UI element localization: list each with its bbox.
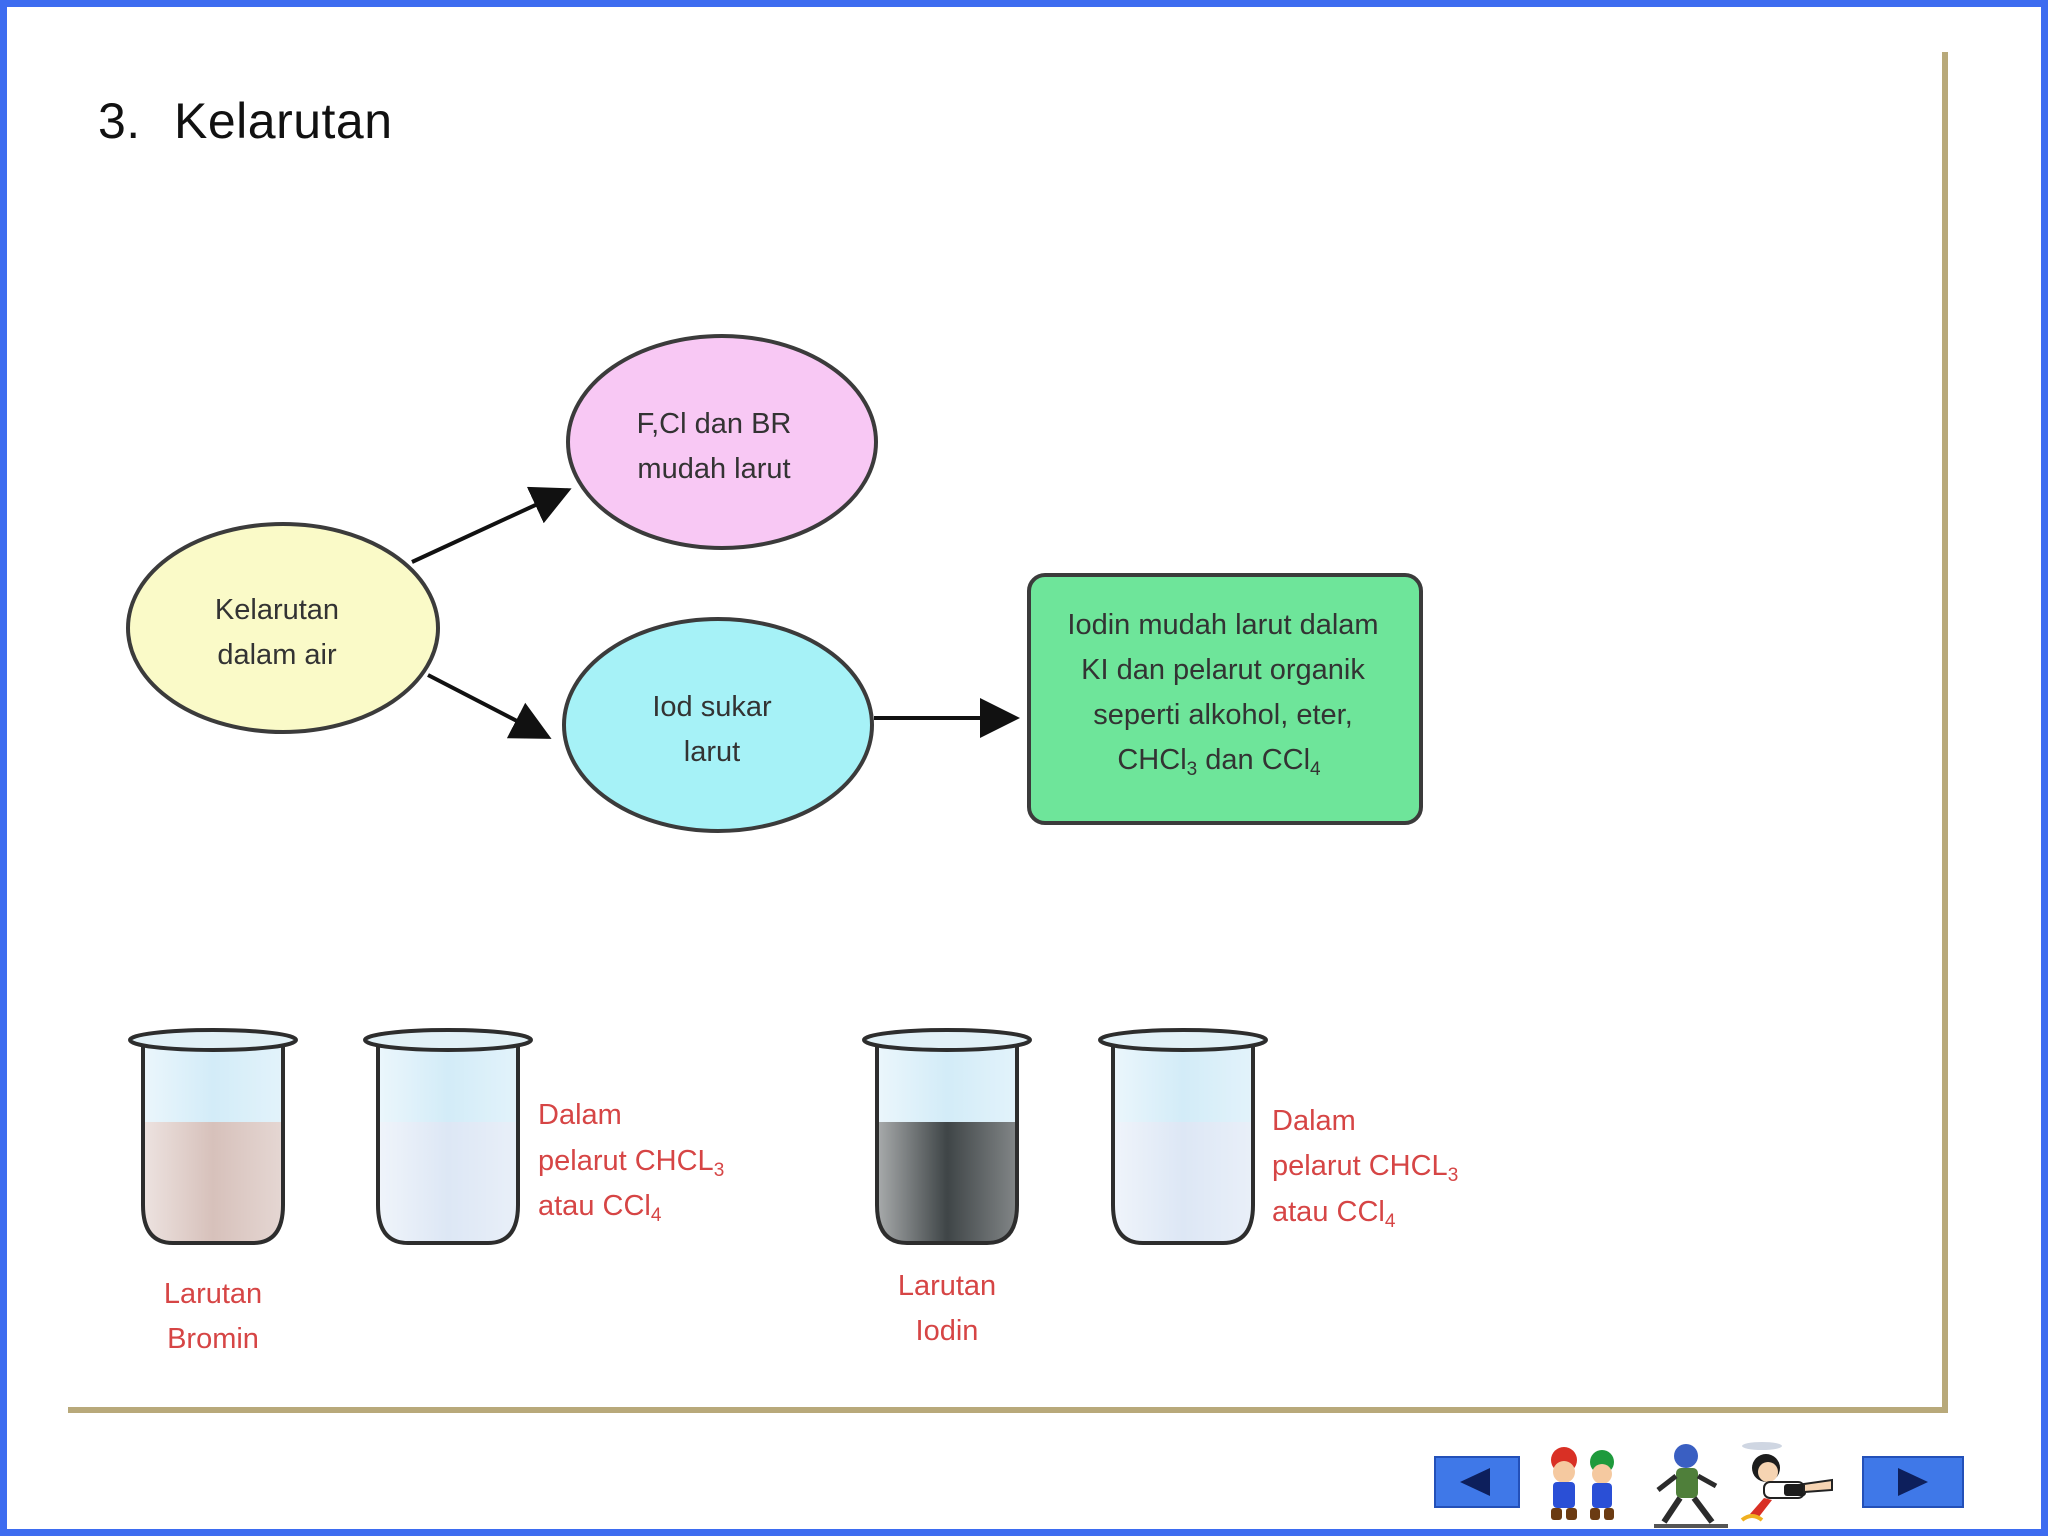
flying-astro-boy-icon: [1740, 1442, 1833, 1522]
formula-ccl4: dan CCl: [1197, 744, 1310, 776]
node-water-line2: dalam air: [217, 639, 337, 671]
solvent-label-bromin: Dalam pelarut CHCL3 atau CCl4: [538, 1099, 724, 1226]
next-slide-button[interactable]: [1862, 1456, 1964, 1508]
caption-larutan-iodin-2: Iodin: [916, 1315, 979, 1347]
solvent-label-bromin-line3: atau CCl4: [538, 1190, 662, 1226]
solvent-label-bromin-chcl-subscript: 3: [714, 1160, 725, 1181]
arrow-water-to-iod: [427, 673, 552, 739]
caption-larutan-bromin-2: Bromin: [167, 1323, 259, 1355]
beaker-bromin-solvent: [363, 1028, 533, 1245]
node-fclbr-line1: F,Cl dan BR: [637, 408, 792, 440]
node-iodine-line4: CHCl3 dan CCl4: [1117, 744, 1321, 780]
node-fclbr-shape: [566, 334, 878, 550]
solvent-label-iodin-line1: Dalam: [1272, 1105, 1356, 1137]
node-fclbr-line2: mudah larut: [637, 453, 790, 485]
node-fclbr: F,Cl dan BR mudah larut: [566, 334, 878, 550]
solvent-label-iodin-chcl-subscript: 3: [1448, 1165, 1459, 1186]
solvent-label-bromin-ccl-subscript: 4: [651, 1205, 662, 1226]
solvent-label-bromin-chcl: pelarut CHCL: [538, 1145, 714, 1177]
right-arrow-icon: [1898, 1468, 1928, 1496]
node-iodine-box-shape: [1027, 573, 1423, 825]
solvent-label-iodin: Dalam pelarut CHCL3 atau CCl4: [1272, 1105, 1458, 1232]
node-iod-shape: [562, 617, 874, 833]
mario-luigi-icon: [1551, 1447, 1614, 1520]
node-iodine-line1: Iodin mudah larut dalam: [1067, 609, 1378, 641]
slide-title: 3. Kelarutan: [98, 92, 393, 150]
node-iodine-line3: seperti alkohol, eter,: [1093, 699, 1353, 731]
solvent-label-iodin-line2: pelarut CHCL3: [1272, 1150, 1458, 1186]
beaker-iodin: Larutan Iodin: [862, 1028, 1032, 1347]
node-iod-line1: Iod sukar: [652, 691, 772, 723]
caption-larutan-bromin-1: Larutan: [164, 1278, 262, 1310]
solvent-label-bromin-line2: pelarut CHCL3: [538, 1145, 724, 1181]
slide-title-number: 3.: [98, 93, 141, 149]
arrow-water-to-fclbr: [411, 486, 572, 564]
slide-title-text: Kelarutan: [174, 93, 393, 149]
node-water-line1: Kelarutan: [215, 594, 339, 626]
solvent-label-iodin-chcl: pelarut CHCL: [1272, 1150, 1448, 1182]
left-arrow-icon: [1460, 1468, 1490, 1496]
running-robot-icon: [1654, 1444, 1728, 1528]
node-iodine-box: Iodin mudah larut dalam KI dan pelarut o…: [1027, 573, 1423, 825]
beaker-iodin-solvent: [1098, 1028, 1268, 1245]
solvent-label-iodin-line3: atau CCl4: [1272, 1196, 1396, 1232]
solvent-label-bromin-line1: Dalam: [538, 1099, 622, 1131]
formula-chcl3: CHCl: [1117, 744, 1186, 776]
node-iod-line2: larut: [684, 736, 740, 768]
prev-slide-button[interactable]: [1434, 1456, 1520, 1508]
caption-larutan-iodin-1: Larutan: [898, 1270, 996, 1302]
formula-chcl3-subscript: 3: [1187, 759, 1198, 780]
node-iod: Iod sukar larut: [562, 617, 874, 833]
solvent-label-iodin-ccl-subscript: 4: [1385, 1211, 1396, 1232]
node-water-shape: [126, 522, 440, 734]
node-water-solubility: Kelarutan dalam air: [126, 522, 440, 734]
solvent-label-iodin-ccl: atau CCl: [1272, 1196, 1385, 1228]
node-iodine-line2: KI dan pelarut organik: [1081, 654, 1365, 686]
formula-ccl4-subscript: 4: [1310, 759, 1321, 780]
solvent-label-bromin-ccl: atau CCl: [538, 1190, 651, 1222]
beaker-bromin: Larutan Bromin: [128, 1028, 298, 1355]
